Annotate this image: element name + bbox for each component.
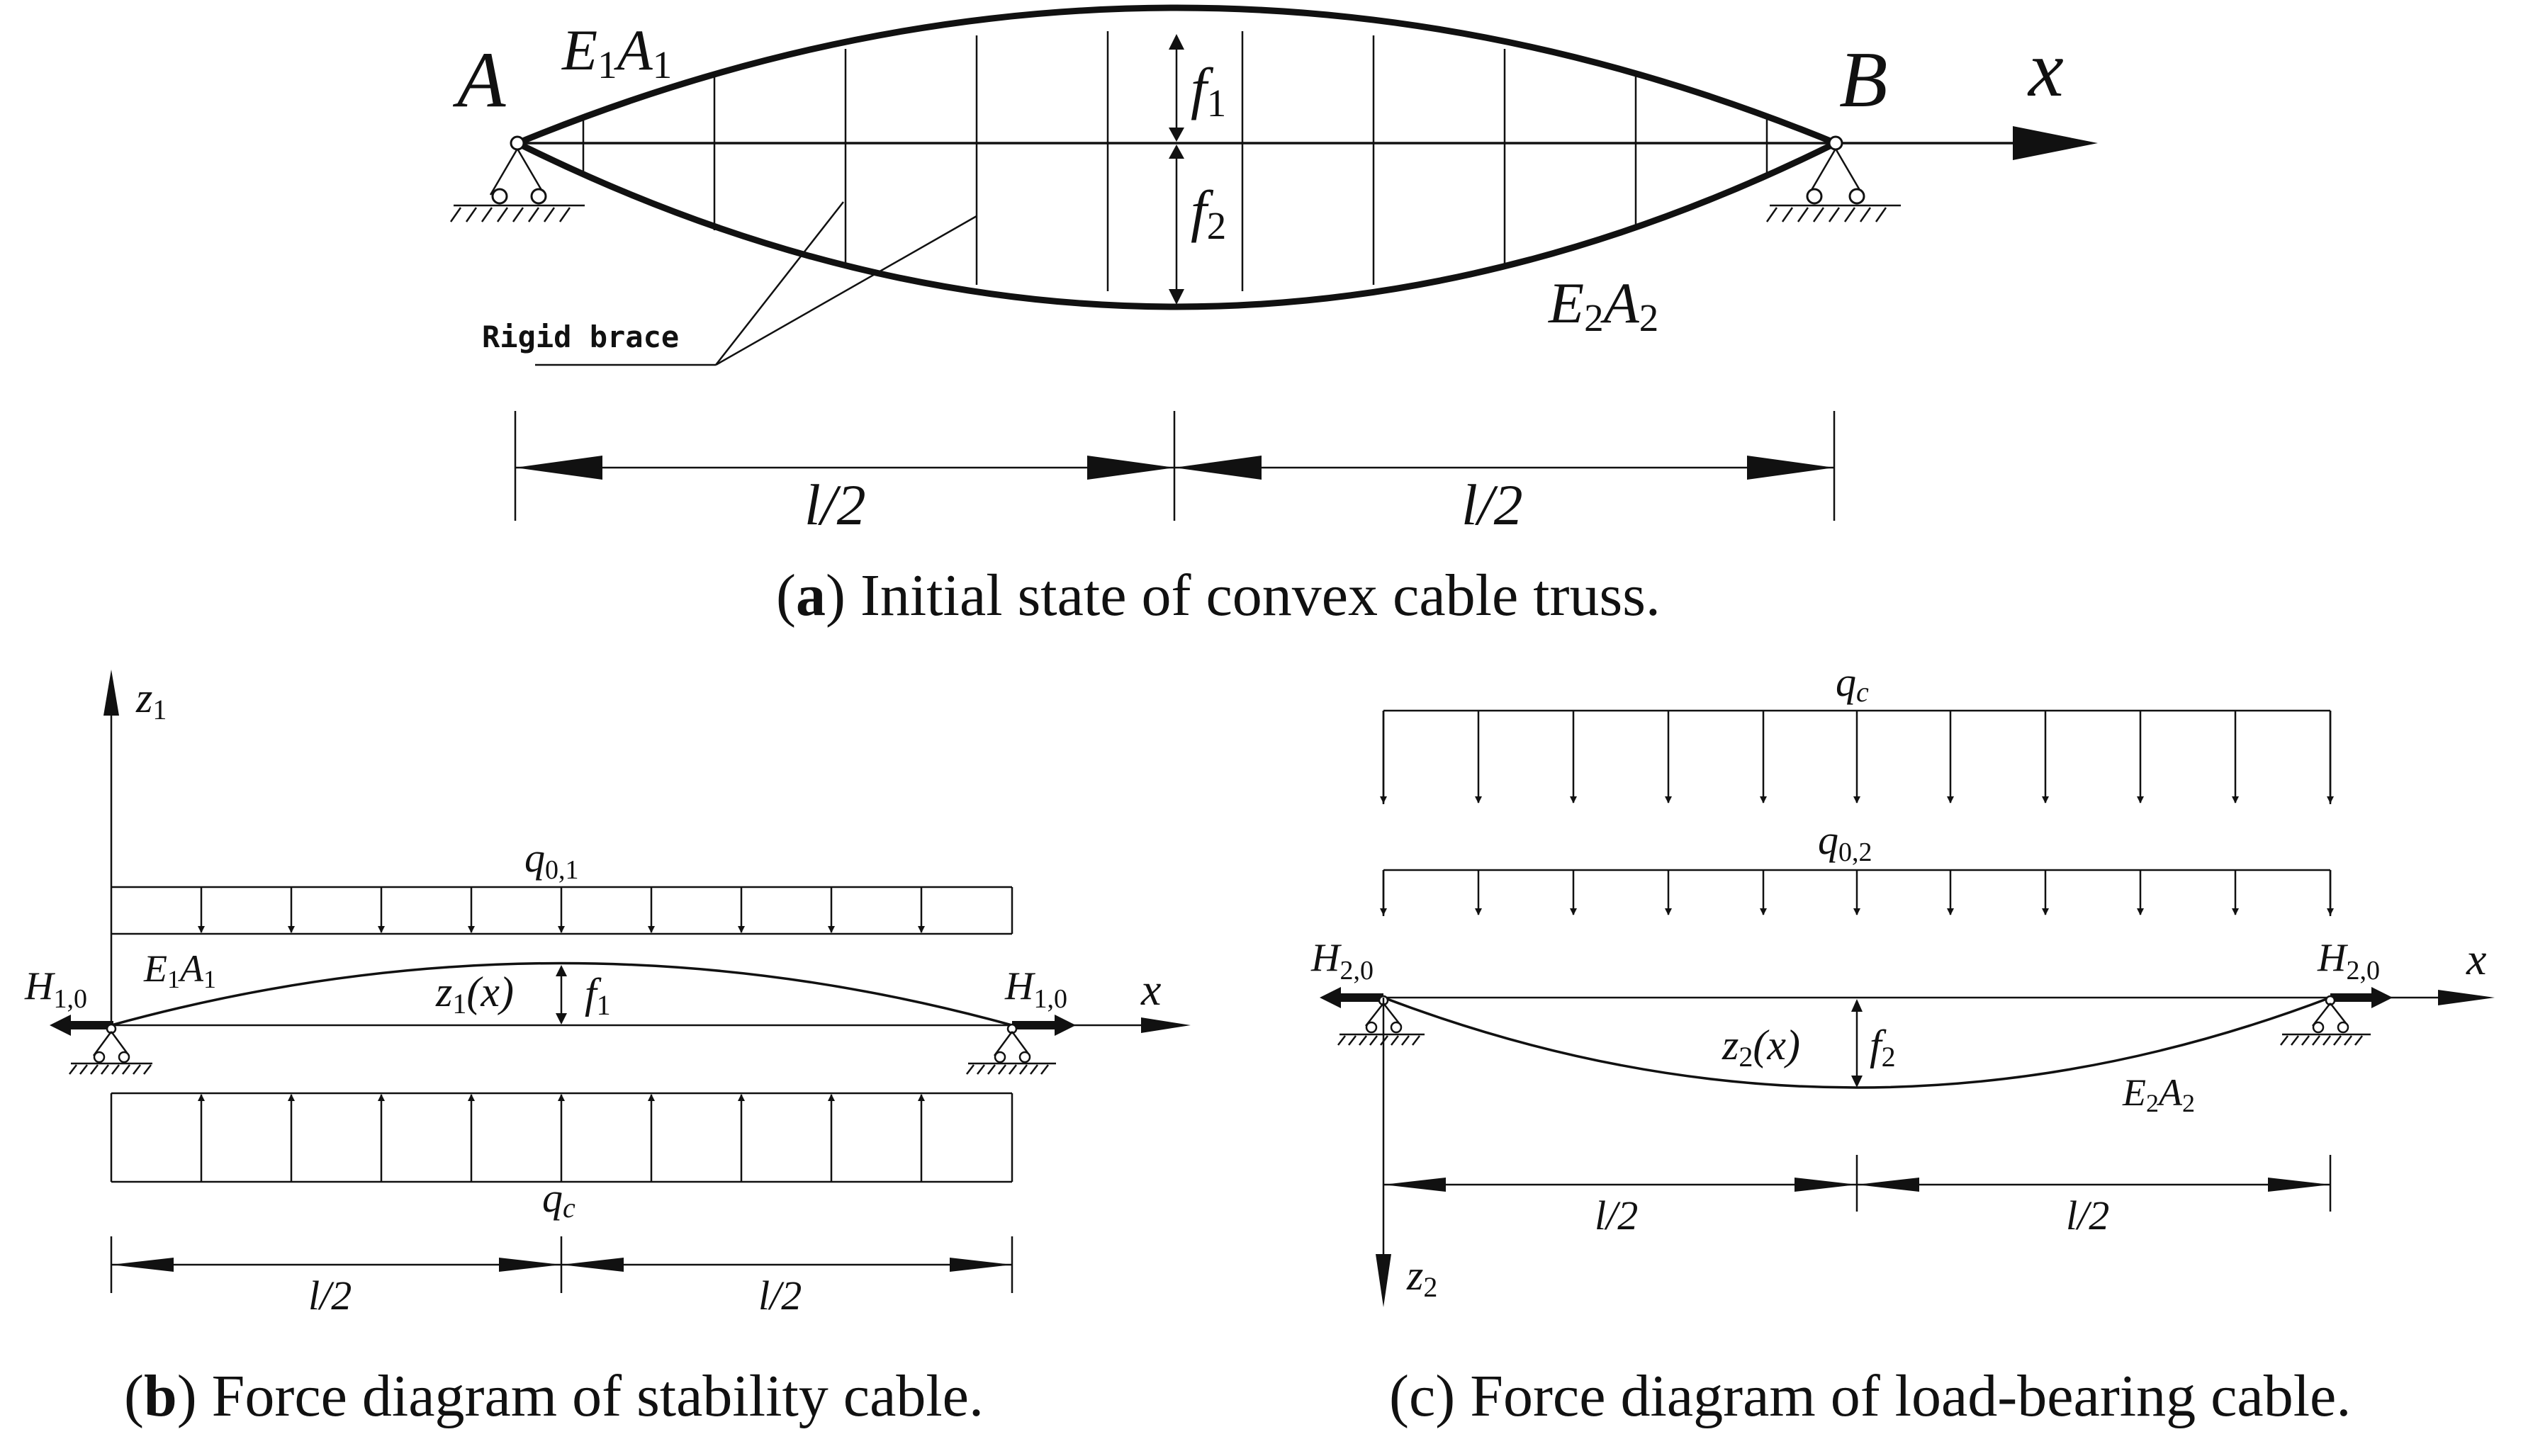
support-c-left — [1337, 995, 1425, 1046]
label-q01: q0,1 — [524, 835, 579, 885]
caption-c: (c) Force diagram of load-bearing cable. — [1389, 1363, 2351, 1429]
label-z2x: z2(x) — [1722, 1022, 1800, 1073]
label-f1: f1 — [1191, 56, 1226, 125]
panel-b: z1 q0,1 x f1 z1(x) E1A1 — [24, 670, 1191, 1429]
caption-a: (a) Initial state of convex cable truss. — [776, 563, 1661, 628]
span-dimension-a — [514, 411, 1836, 521]
label-half-span-left: l/2 — [804, 473, 866, 537]
support-a — [449, 135, 585, 222]
label-f1-b: f1 — [585, 970, 611, 1021]
stability-cable — [111, 961, 1013, 1027]
panel-c: qc q0,2 x f2 z2(x) E2A2 — [1310, 659, 2495, 1429]
label-x-axis-b: x — [1140, 964, 1161, 1015]
q02-load-arrows — [1380, 870, 2334, 915]
q01-load-arrows — [198, 887, 925, 933]
label-x-axis: x — [2027, 26, 2064, 113]
x-axis-arrowhead — [2013, 126, 2098, 160]
label-qc-c: qc — [1836, 659, 1869, 708]
label-q02: q0,2 — [1818, 817, 1872, 867]
label-z2: z2 — [1406, 1252, 1437, 1303]
label-h10-left: H1,0 — [24, 964, 87, 1014]
label-half-span-left-b: l/2 — [308, 1272, 352, 1319]
caption-b: (b) Force diagram of stability cable. — [124, 1363, 984, 1429]
support-b — [1765, 135, 1901, 222]
label-a: A — [452, 36, 506, 124]
support-b-right — [966, 1023, 1056, 1075]
label-h20-left: H2,0 — [1310, 936, 1374, 986]
panel-a: A B x E1A1 f1 f2 E2A2 Rigid brace l/2 l/… — [449, 4, 2098, 628]
label-f2-c: f2 — [1870, 1022, 1896, 1073]
label-e1a1: E1A1 — [561, 18, 672, 86]
label-e2a2-c: E2A2 — [2122, 1071, 2195, 1117]
label-rigid-brace: Rigid brace — [482, 320, 679, 354]
label-half-span-right-b: l/2 — [758, 1272, 802, 1319]
label-b: B — [1839, 36, 1887, 124]
support-c-right — [2280, 995, 2371, 1046]
label-z1: z1 — [135, 675, 167, 726]
qc-load-arrows-c — [1380, 711, 2334, 803]
label-qc-b: qc — [542, 1175, 575, 1224]
label-h20-right: H2,0 — [2317, 936, 2380, 986]
qc-load-arrows-b — [198, 1094, 925, 1182]
label-half-span-left-c: l/2 — [1595, 1192, 1638, 1238]
label-half-span-right: l/2 — [1461, 473, 1523, 537]
label-x-axis-c: x — [2466, 934, 2486, 984]
label-z1x: z1(x) — [435, 969, 514, 1020]
support-b-left — [69, 1023, 152, 1075]
rigid-braces — [582, 31, 1768, 291]
label-e1a1-b: E1A1 — [143, 947, 216, 993]
label-h10-right: H1,0 — [1004, 964, 1067, 1014]
label-e2a2: E2A2 — [1548, 271, 1658, 339]
label-f2: f2 — [1191, 179, 1226, 247]
label-half-span-right-c: l/2 — [2066, 1192, 2109, 1238]
